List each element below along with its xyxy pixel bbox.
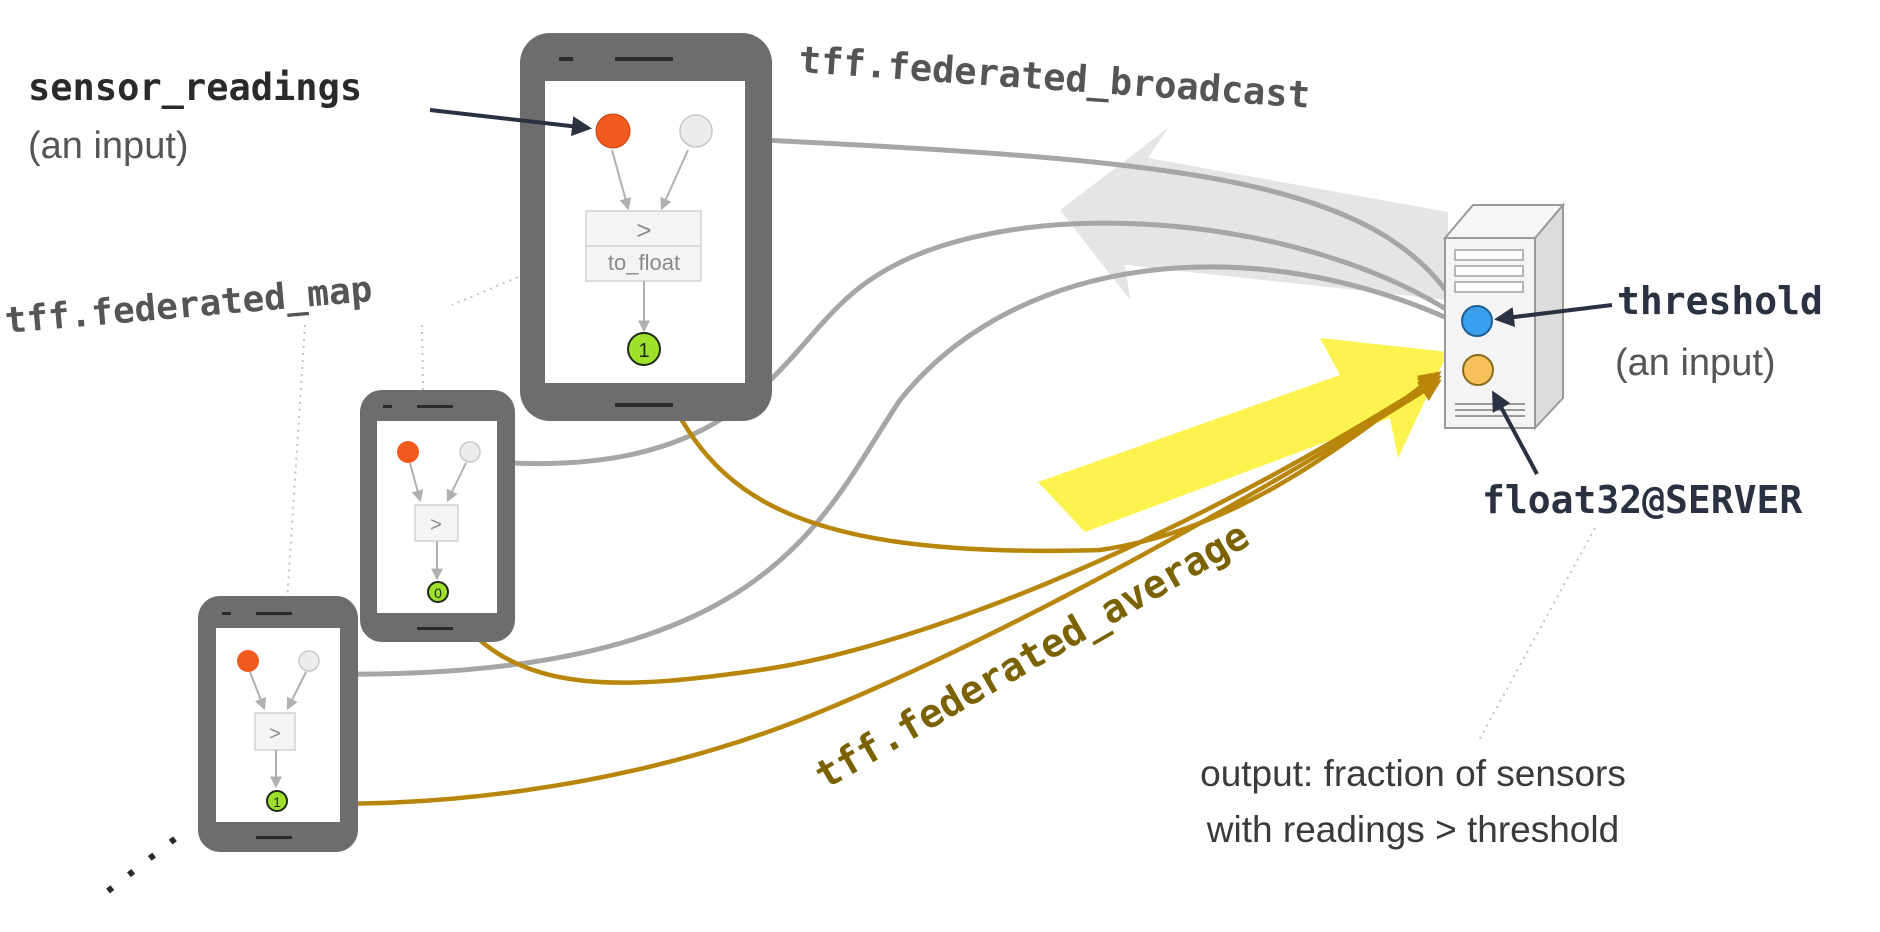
result-node	[427, 581, 449, 603]
op-box	[254, 712, 296, 751]
federated-average-label: tff.federated_average	[808, 513, 1258, 799]
more-devices-ellipsis: ....	[85, 808, 193, 905]
broadcast-node	[298, 650, 320, 672]
sensor-node	[397, 441, 419, 463]
output-node	[1462, 354, 1494, 386]
result-value: 1	[273, 794, 281, 810]
op-box	[414, 504, 459, 542]
threshold-note: (an input)	[1615, 342, 1776, 384]
label-arrows	[429, 108, 1613, 475]
result-node	[627, 332, 661, 366]
threshold-label: threshold	[1617, 279, 1823, 323]
average-lines	[283, 351, 1442, 806]
server-icon	[1442, 202, 1566, 431]
broadcast-node	[679, 114, 713, 148]
device-large: > to_float 1	[520, 33, 772, 421]
result-value: 0	[434, 585, 442, 601]
device-small: > 1	[198, 596, 358, 852]
sensor-node	[237, 650, 259, 672]
broadcast-node	[459, 441, 481, 463]
output-description-line2: with readings > threshold	[1206, 809, 1619, 850]
output-description-line1: output: fraction of sensors	[1200, 753, 1626, 794]
sensor-readings-label: sensor_readings	[28, 66, 362, 109]
device-medium: > 0	[360, 390, 515, 642]
op-symbol: >	[430, 514, 442, 536]
server-type-label: float32@SERVER	[1482, 478, 1802, 522]
federated-map-label: tff.federated_map	[3, 269, 374, 342]
result-value: 1	[638, 340, 649, 362]
op-name: to_float	[608, 250, 680, 275]
result-node	[266, 790, 288, 812]
op-symbol: >	[269, 723, 281, 745]
server	[1442, 202, 1566, 431]
threshold-node	[1461, 305, 1493, 337]
sensor-node	[595, 113, 631, 149]
average-big-arrow	[1038, 338, 1448, 532]
sensor-readings-note: (an input)	[28, 125, 189, 167]
op-symbol: >	[636, 215, 651, 245]
federated-broadcast-label: tff.federated_broadcast	[797, 38, 1311, 117]
